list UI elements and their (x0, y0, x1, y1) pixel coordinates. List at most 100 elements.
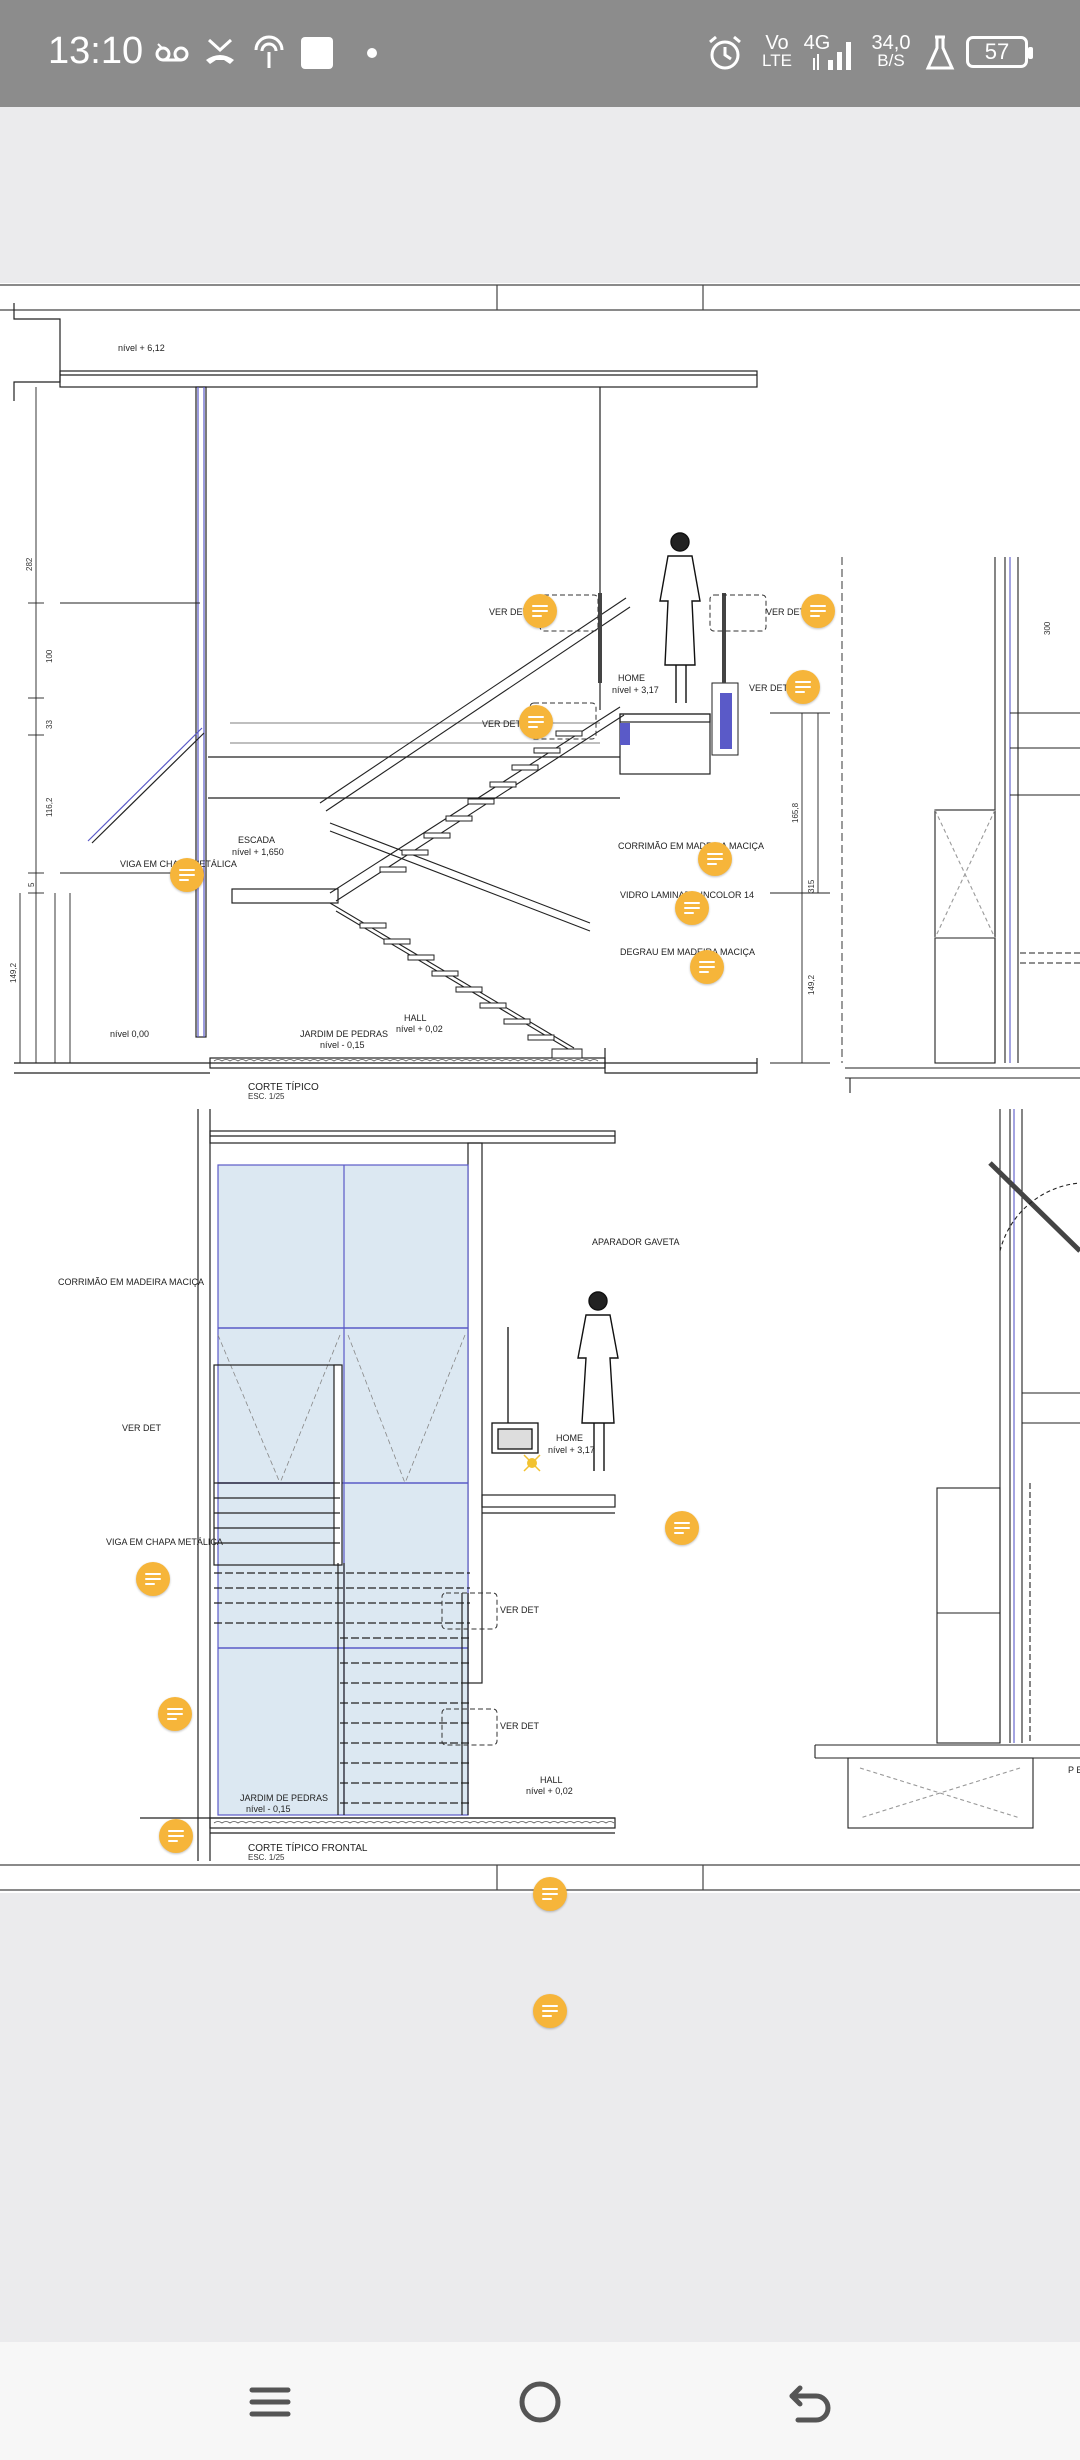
hotspot-icon (254, 35, 284, 68)
drawing-sheet[interactable]: 282 100 33 116,2 5 149,2 165,8 315 149,2 (0, 283, 1080, 2028)
dim-165: 165,8 (791, 802, 800, 823)
section-1-scale: ESC. 1/25 (248, 1092, 285, 1101)
pin-line (699, 961, 715, 963)
dim-33: 33 (45, 720, 54, 729)
comment-pin-3[interactable] (786, 670, 820, 704)
pin-line (542, 2010, 558, 2012)
section-2-title: CORTE TÍPICO FRONTAL (248, 1841, 368, 1854)
right-partial-drawing-2 (814, 1109, 1080, 1829)
dim-315: 315 (807, 879, 816, 893)
pin-line (179, 874, 195, 876)
comment-pin-8[interactable] (690, 950, 724, 984)
pin-line (179, 879, 189, 881)
comment-pin-14[interactable] (533, 1994, 567, 2028)
light-spark-icon (523, 1454, 541, 1472)
ver-det-label-3: VER DET (749, 683, 789, 693)
architectural-drawing[interactable]: 282 100 33 116,2 5 149,2 165,8 315 149,2 (0, 283, 1080, 1893)
pebble-fill-2 (213, 1821, 615, 1824)
pin-line (684, 912, 694, 914)
home-icon[interactable] (510, 2372, 570, 2432)
pin-line (168, 1840, 178, 1842)
pin-line (167, 1708, 183, 1710)
pin-line (810, 615, 820, 617)
sheet-frame (0, 284, 1080, 1891)
dim-149-left: 149,2 (9, 962, 18, 983)
back-icon[interactable] (780, 2372, 840, 2432)
data-speed: 34,0 B/S (868, 33, 914, 70)
pin-line (684, 907, 700, 909)
dim-5: 5 (27, 882, 36, 887)
jardim-level-label-1: nível - 0,15 (320, 1040, 365, 1050)
pin-line (532, 615, 542, 617)
comment-pin-4[interactable] (519, 705, 553, 739)
human-figure-1 (659, 532, 701, 703)
home-level-label-2: nível + 3,17 (548, 1445, 595, 1455)
comment-pin-13[interactable] (533, 1877, 567, 1911)
pin-line (528, 721, 544, 723)
comment-pin-11[interactable] (158, 1697, 192, 1731)
detail-callouts-2 (441, 1592, 498, 1746)
pin-line (542, 2015, 552, 2017)
pin-line (542, 1888, 558, 1890)
comment-pin-9[interactable] (665, 1511, 699, 1545)
glass-panels (217, 1164, 469, 1816)
section-2-scale: ESC. 1/25 (248, 1853, 285, 1862)
pin-line (707, 863, 717, 865)
status-bar: 13:10 Vo LTE 4G 34,0 B/S (0, 0, 1080, 107)
jardim-label-1: JARDIM DE PEDRAS (300, 1029, 388, 1039)
dimensions-right (770, 557, 843, 1064)
pin-line (168, 1830, 184, 1832)
dim-300: 300 (1043, 621, 1052, 635)
pin-line (674, 1532, 684, 1534)
pin-line (542, 1898, 552, 1900)
degrau-label: DEGRAU EM MADEIRA MACIÇA (620, 947, 755, 957)
alarm-icon (709, 35, 741, 70)
pin-line (684, 902, 700, 904)
hall-label-1: HALL (404, 1013, 427, 1023)
network-type: Vo LTE (757, 32, 797, 70)
pin-line (145, 1583, 155, 1585)
stair-frame-2 (213, 1364, 470, 1815)
ver-det-label-2: VER DET (766, 607, 806, 617)
right-partial-drawing-1 (845, 557, 1080, 1093)
ver-det-label-4: VER DET (482, 719, 522, 729)
navigation-bar (0, 2342, 1080, 2460)
missed-call-icon (206, 38, 234, 64)
pin-line (795, 691, 805, 693)
ver-det-label-1: VER DET (489, 607, 529, 617)
flask-icon (925, 35, 955, 70)
escada-label: ESCADA (238, 835, 275, 845)
ground-level-label: nível 0,00 (110, 1029, 149, 1039)
corrimao-label-1: CORRIMÃO EM MADEIRA MACIÇA (618, 841, 764, 851)
data-speed-unit: B/S (877, 51, 905, 70)
dimensions-left (19, 387, 200, 1063)
section-1-title: CORTE TÍPICO (248, 1080, 319, 1093)
pin-line (145, 1578, 161, 1580)
corrimao-label-2: CORRIMÃO EM MADEIRA MACIÇA (58, 1277, 204, 1287)
comment-pin-2[interactable] (801, 594, 835, 628)
white-square-icon (301, 37, 333, 69)
pin-line (167, 1713, 183, 1715)
home-label-1: HOME (618, 673, 645, 683)
comment-pin-12[interactable] (159, 1819, 193, 1853)
pin-line (810, 605, 826, 607)
top-level-label: nível + 6,12 (118, 343, 165, 353)
comment-pin-6[interactable] (698, 842, 732, 876)
network-top: Vo (765, 32, 789, 54)
right-partial-label: P E (1068, 1765, 1080, 1775)
pin-line (795, 686, 811, 688)
comment-pin-7[interactable] (675, 891, 709, 925)
comment-pin-1[interactable] (523, 594, 557, 628)
hall-level-label-1: nível + 0,02 (396, 1024, 443, 1034)
human-figure-2 (577, 1291, 619, 1471)
comment-pin-5[interactable] (170, 858, 204, 892)
home-level-label-1: nível + 3,17 (612, 685, 659, 695)
dim-116: 116,2 (45, 797, 54, 817)
pin-line (707, 858, 723, 860)
pin-line (528, 716, 544, 718)
pin-line (167, 1718, 177, 1720)
comment-pin-10[interactable] (136, 1562, 170, 1596)
ver-det-label-7: VER DET (500, 1721, 540, 1731)
network-bottom: LTE (762, 51, 792, 70)
menu-icon[interactable] (240, 2372, 300, 2432)
